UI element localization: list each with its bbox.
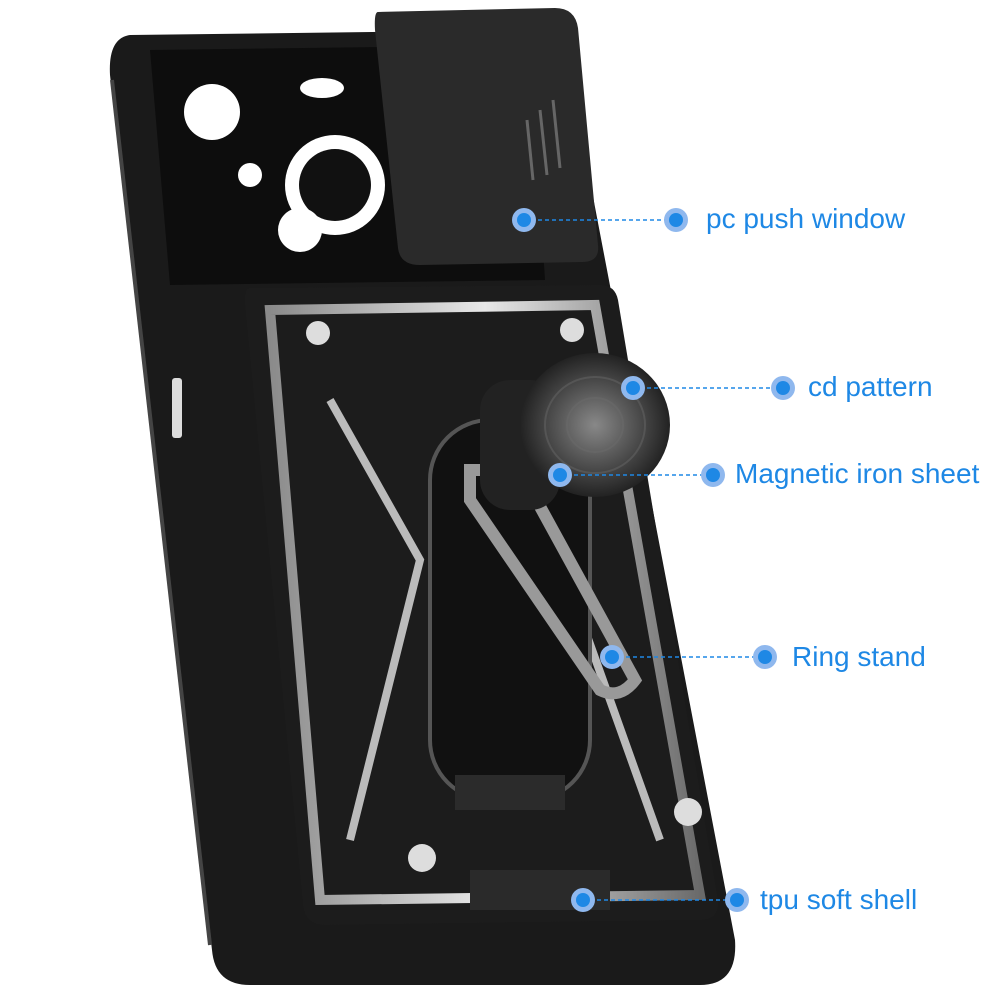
camera-holes	[184, 78, 445, 255]
callout-label-pc-push-window: pc push window	[706, 203, 906, 234]
callout-dots	[512, 208, 795, 912]
callout-label-magnetic-iron-sheet: Magnetic iron sheet	[735, 458, 980, 489]
callout-label-cd-pattern: cd pattern	[808, 371, 933, 402]
callout-label-tpu-soft-shell: tpu soft shell	[760, 884, 918, 915]
callout-lines	[524, 219, 783, 901]
callout-label-ring-stand: Ring stand	[792, 641, 926, 672]
pc-push-window	[374, 8, 599, 265]
